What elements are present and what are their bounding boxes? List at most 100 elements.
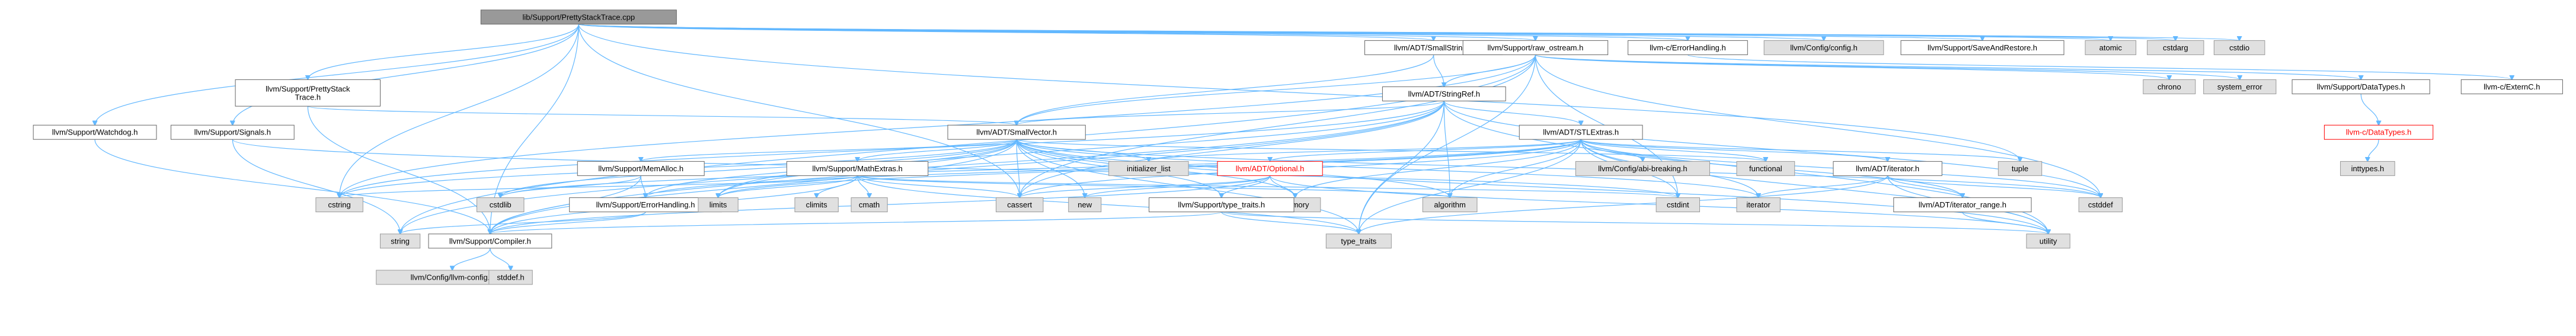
node-iterator_range[interactable]: llvm/ADT/iterator_range.h [1893,197,2032,213]
node-climits[interactable]: climits [794,197,839,213]
node-type_traits_llvm[interactable]: llvm/Support/type_traits.h [1149,197,1295,213]
node-watchdog[interactable]: llvm/Support/Watchdog.h [33,124,157,140]
node-box-cstdint[interactable] [1655,197,1700,213]
edge-raw_ostream-to-system_error [1535,54,2239,79]
edge-smallvector-to-functional [1016,139,1766,161]
node-box-iterator_h[interactable] [1833,161,1942,176]
node-box-iterator_range[interactable] [1893,197,2032,213]
node-box-datatypes_c[interactable] [2323,124,2434,140]
node-errorhandling_c[interactable]: llvm-c/ErrorHandling.h [1628,40,1748,55]
node-box-cstdio[interactable] [2213,40,2265,55]
node-box-errorhandling_c[interactable] [1628,40,1748,55]
edge-compiler-to-stddef [490,248,511,270]
node-box-algorithm[interactable] [1422,197,1478,213]
node-box-smallvector[interactable] [947,124,1086,140]
node-box-stddef[interactable] [488,270,533,285]
node-utility[interactable]: utility [2026,233,2070,249]
node-box-raw_ostream[interactable] [1462,40,1609,55]
node-box-datatypes[interactable] [2291,79,2430,94]
node-config[interactable]: llvm/Config/config.h [1763,40,1884,55]
node-box-cstddef[interactable] [2078,197,2123,213]
node-box-externc[interactable] [2460,79,2563,94]
node-stringref[interactable]: llvm/ADT/StringRef.h [1382,86,1506,101]
node-box-initializer_list[interactable] [1108,161,1189,176]
node-cstdint[interactable]: cstdint [1655,197,1700,213]
node-box-system_error[interactable] [2203,79,2277,94]
node-algorithm[interactable]: algorithm [1422,197,1478,213]
node-box-cstring[interactable] [315,197,363,213]
node-box-new[interactable] [1068,197,1102,213]
node-smallvector[interactable]: llvm/ADT/SmallVector.h [947,124,1086,140]
node-atomic[interactable]: atomic [2085,40,2137,55]
node-root[interactable]: lib/Support/PrettyStackTrace.cpp [480,9,677,25]
node-box-saveandrestore[interactable] [1900,40,2064,55]
node-box-errorhandling[interactable] [569,197,722,213]
node-box-prettystack[interactable] [235,79,381,107]
node-box-cstdlib[interactable] [477,197,525,213]
node-compiler[interactable]: llvm/Support/Compiler.h [428,233,552,249]
node-box-cassert[interactable] [995,197,1044,213]
node-box-signals[interactable] [170,124,295,140]
node-box-cstdarg[interactable] [2147,40,2204,55]
node-cstring[interactable]: cstring [315,197,363,213]
node-box-type_traits_llvm[interactable] [1149,197,1295,213]
node-externc[interactable]: llvm-c/ExternC.h [2460,79,2563,94]
node-initializer_list[interactable]: initializer_list [1108,161,1189,176]
node-box-iterator[interactable] [1736,197,1781,213]
node-raw_ostream[interactable]: llvm/Support/raw_ostream.h [1462,40,1609,55]
node-box-root[interactable] [480,9,677,25]
node-new[interactable]: new [1068,197,1102,213]
edge-datatypes_c-to-inttypes [2367,139,2379,161]
node-signals[interactable]: llvm/Support/Signals.h [170,124,295,140]
edge-root-to-cstring [340,24,579,198]
node-box-compiler[interactable] [428,233,552,249]
node-cstdio[interactable]: cstdio [2213,40,2265,55]
node-box-atomic[interactable] [2085,40,2137,55]
node-functional[interactable]: functional [1736,161,1795,176]
node-cstddef[interactable]: cstddef [2078,197,2123,213]
node-mathextras[interactable]: llvm/Support/MathExtras.h [786,161,929,176]
node-system_error[interactable]: system_error [2203,79,2277,94]
node-cstdarg[interactable]: cstdarg [2147,40,2204,55]
node-memalloc[interactable]: llvm/Support/MemAlloc.h [577,161,705,176]
node-iterator_h[interactable]: llvm/ADT/iterator.h [1833,161,1942,176]
node-box-watchdog[interactable] [33,124,157,140]
node-box-databreaking[interactable] [1575,161,1710,176]
node-box-memalloc[interactable] [577,161,705,176]
node-box-cmath[interactable] [851,197,888,213]
node-box-string[interactable] [380,233,421,249]
node-box-optional[interactable] [1217,161,1323,176]
node-box-mathextras[interactable] [786,161,929,176]
node-cstdlib[interactable]: cstdlib [477,197,525,213]
node-databreaking[interactable]: llvm/Config/abi-breaking.h [1575,161,1710,176]
node-box-stringref[interactable] [1382,86,1506,101]
node-cassert[interactable]: cassert [995,197,1044,213]
node-iterator[interactable]: iterator [1736,197,1781,213]
node-stlextras[interactable]: llvm/ADT/STLExtras.h [1519,124,1643,140]
node-box-inttypes[interactable] [2340,161,2395,176]
node-box-utility[interactable] [2026,233,2070,249]
node-box-limits[interactable] [698,197,739,213]
node-box-config[interactable] [1763,40,1884,55]
node-chrono[interactable]: chrono [2143,79,2196,94]
node-type_traits[interactable]: type_traits [1325,233,1392,249]
node-tuple[interactable]: tuple [1997,161,2043,176]
node-errorhandling[interactable]: llvm/Support/ErrorHandling.h [569,197,722,213]
node-cmath[interactable]: cmath [851,197,888,213]
node-datatypes[interactable]: llvm/Support/DataTypes.h [2291,79,2430,94]
node-box-chrono[interactable] [2143,79,2196,94]
node-saveandrestore[interactable]: llvm/Support/SaveAndRestore.h [1900,40,2064,55]
node-stddef[interactable]: stddef.h [488,270,533,285]
node-box-functional[interactable] [1736,161,1795,176]
node-datatypes_c[interactable]: llvm-c/DataTypes.h [2323,124,2434,140]
node-box-type_traits[interactable] [1325,233,1392,249]
node-optional[interactable]: llvm/ADT/Optional.h [1217,161,1323,176]
node-box-climits[interactable] [794,197,839,213]
node-layer: lib/Support/PrettyStackTrace.cpp llvm/ADT… [33,9,2563,285]
node-box-tuple[interactable] [1997,161,2043,176]
node-box-stlextras[interactable] [1519,124,1643,140]
node-limits[interactable]: limits [698,197,739,213]
node-string[interactable]: string [380,233,421,249]
node-inttypes[interactable]: inttypes.h [2340,161,2395,176]
